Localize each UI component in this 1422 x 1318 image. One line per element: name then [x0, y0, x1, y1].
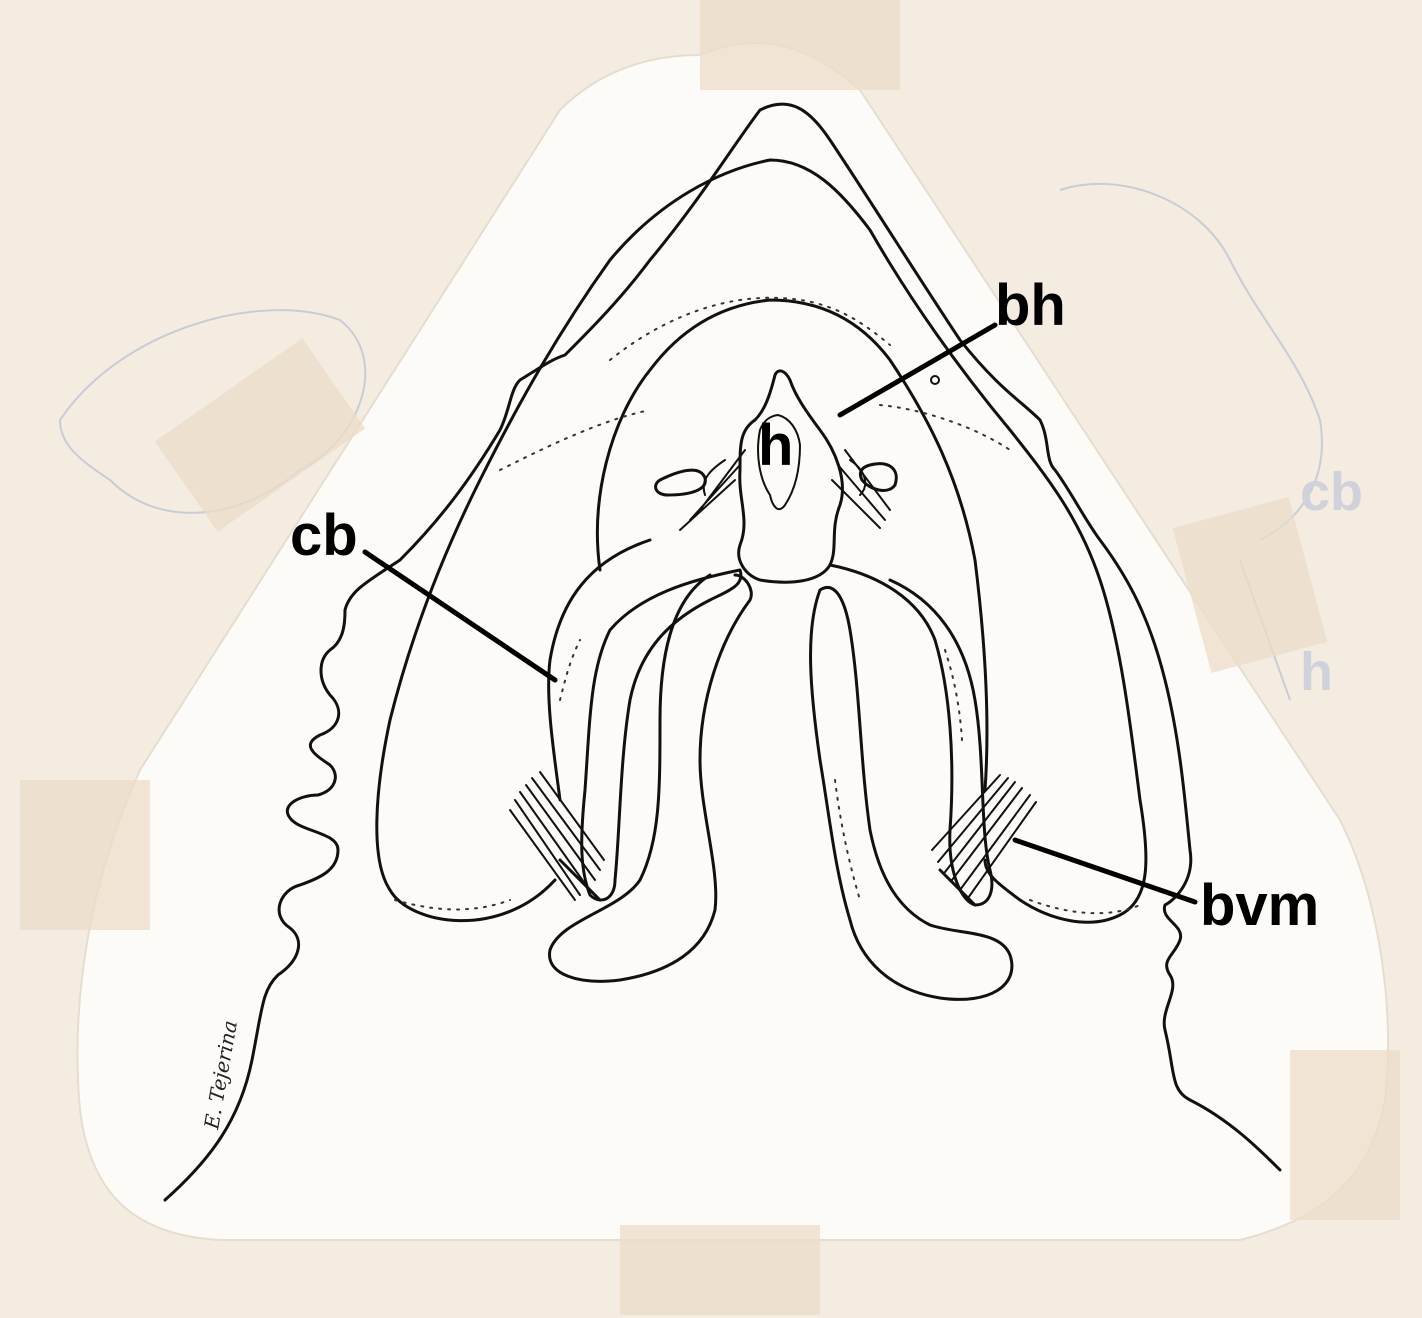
label-cb: cb	[290, 503, 358, 568]
ghost-label-h: h	[1300, 642, 1333, 702]
label-h: h	[758, 413, 793, 478]
ghost-label-cb: cb	[1300, 462, 1363, 522]
label-bh: bh	[995, 273, 1066, 338]
paper-cutout	[78, 43, 1389, 1240]
label-bvm: bvm	[1200, 873, 1319, 938]
